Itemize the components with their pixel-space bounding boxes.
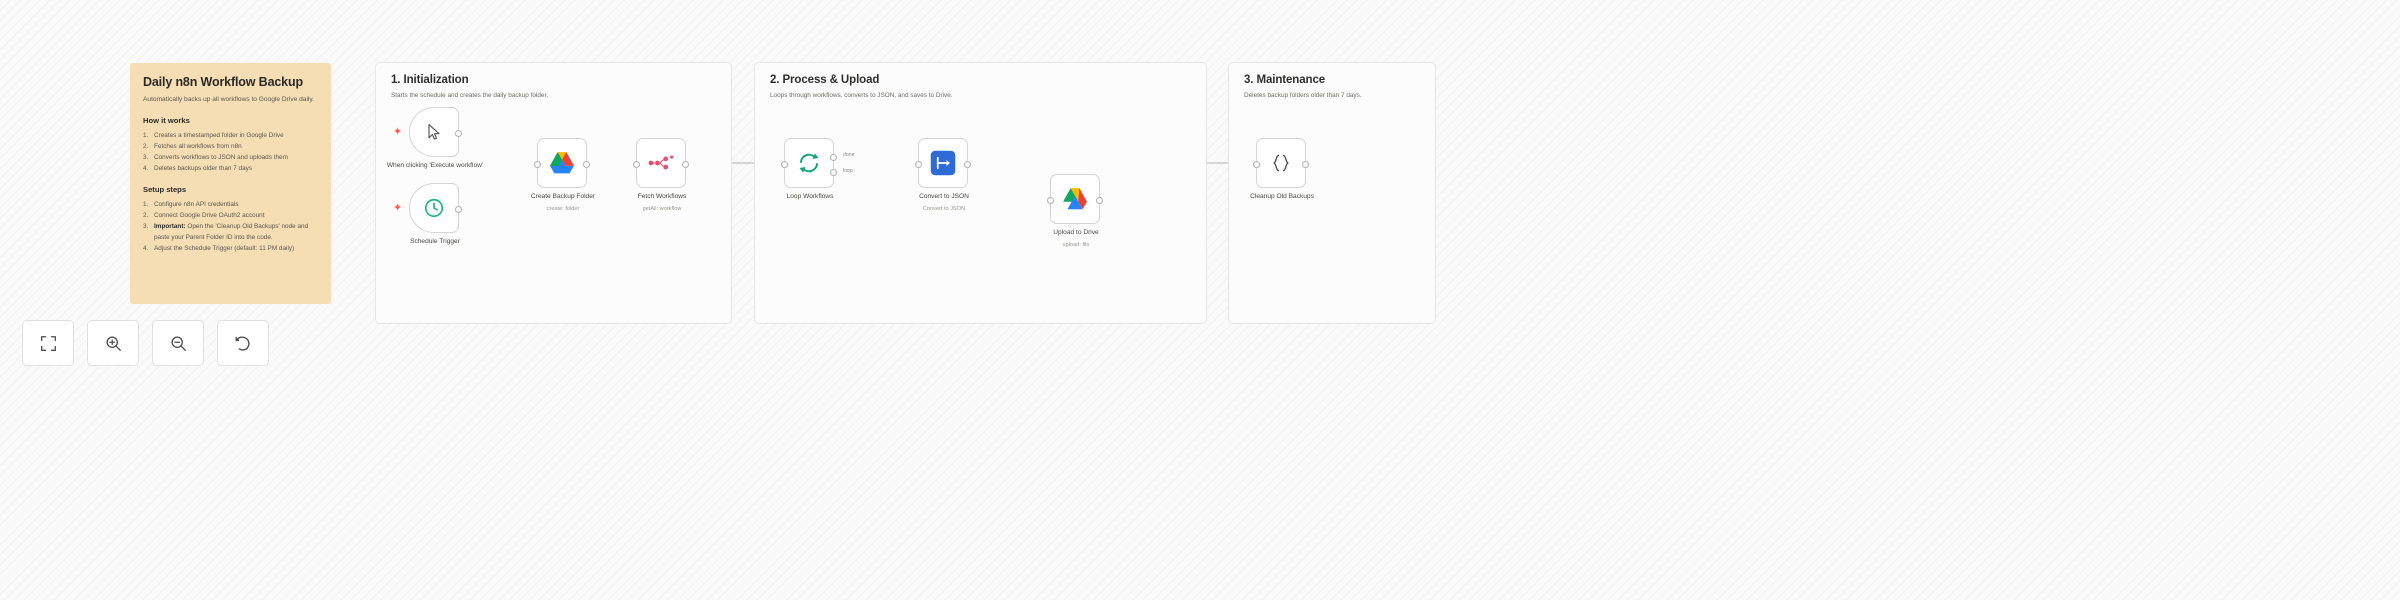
node-loop-workflows[interactable]: Loop Workflows bbox=[781, 138, 837, 200]
list-item: 1. Creates a timestamped folder in Googl… bbox=[143, 130, 318, 141]
code-braces-icon bbox=[1273, 154, 1289, 172]
sticky-note[interactable]: Daily n8n Workflow Backup Automatically … bbox=[130, 63, 331, 304]
output-port[interactable] bbox=[455, 129, 462, 137]
how-it-works-heading: How it works bbox=[143, 116, 190, 126]
clock-icon bbox=[424, 198, 444, 218]
list-item: 4. Adjust the Schedule Trigger (default:… bbox=[143, 243, 318, 254]
output-port[interactable] bbox=[964, 160, 971, 168]
list-item: 4. Deletes backups older than 7 days bbox=[143, 163, 318, 174]
n8n-icon bbox=[648, 155, 674, 170]
node-label: Cleanup Old Backups bbox=[1250, 193, 1314, 200]
node-upload-to-drive[interactable]: Upload to Drive upload: file bbox=[1047, 174, 1103, 248]
list-item: 2. Connect Google Drive OAuth2 account bbox=[143, 210, 318, 221]
list-item: 2. Fetches all workflows from n8n bbox=[143, 141, 318, 152]
node-label: Fetch Workflows bbox=[637, 193, 687, 200]
list-number: 1. bbox=[143, 132, 149, 140]
node-label: Upload to Drive bbox=[1053, 229, 1099, 236]
output-port[interactable] bbox=[583, 160, 590, 168]
edge-label-loop: loop bbox=[843, 168, 853, 174]
section-maintenance: 3. Maintenance Deletes backup folders ol… bbox=[1228, 62, 1436, 324]
list-text: Connect Google Drive OAuth2 account bbox=[154, 212, 265, 220]
section-description: Starts the schedule and creates the dail… bbox=[391, 92, 549, 99]
canvas-toolbar bbox=[22, 320, 269, 366]
section-process-upload: 2. Process & Upload Loops through workfl… bbox=[754, 62, 1207, 324]
node-convert-to-json[interactable]: Convert to JSON Convert to JSON bbox=[915, 138, 971, 212]
node-sublabel: getAll: workflow bbox=[642, 206, 682, 212]
list-item: 1. Configure n8n API credentials bbox=[143, 199, 318, 210]
list-number: 3. bbox=[143, 154, 149, 162]
list-text: Configure n8n API credentials bbox=[154, 201, 239, 209]
node-label: Convert to JSON bbox=[919, 193, 969, 200]
undo-icon bbox=[235, 336, 250, 351]
cursor-icon bbox=[428, 123, 440, 140]
zoom-in-button[interactable] bbox=[87, 320, 139, 366]
fit-view-icon bbox=[40, 335, 56, 351]
reset-button[interactable] bbox=[217, 320, 269, 366]
lightning-bolt-icon: ✦ bbox=[393, 126, 403, 138]
node-fetch-workflows[interactable]: Fetch Workflows getAll: workflow bbox=[633, 138, 689, 212]
section-description: Loops through workflows, converts to JSO… bbox=[770, 92, 953, 99]
output-port-done[interactable] bbox=[830, 154, 837, 161]
list-text: Creates a timestamped folder in Google D… bbox=[154, 132, 284, 140]
list-number: 2. bbox=[143, 212, 149, 220]
zoom-out-button[interactable] bbox=[152, 320, 204, 366]
convert-file-icon bbox=[930, 150, 956, 176]
sticky-note-subtitle: Automatically backs up all workflows to … bbox=[143, 96, 315, 103]
section-title: 3. Maintenance bbox=[1244, 74, 1326, 86]
list-text: Converts workflows to JSON and uploads t… bbox=[154, 154, 288, 162]
setup-steps-list: 1. Configure n8n API credentials 2. Conn… bbox=[143, 199, 318, 254]
node-label: When clicking 'Execute workflow' bbox=[386, 162, 484, 169]
google-drive-icon bbox=[1063, 188, 1087, 210]
zoom-in-icon bbox=[105, 335, 121, 351]
input-port[interactable] bbox=[1047, 196, 1054, 204]
zoom-out-icon bbox=[170, 335, 186, 351]
node-sublabel: upload: file bbox=[1062, 242, 1090, 248]
fit-view-button[interactable] bbox=[22, 320, 74, 366]
section-title: 1. Initialization bbox=[391, 74, 469, 86]
output-port[interactable] bbox=[1302, 160, 1309, 168]
list-number: 3. bbox=[143, 223, 149, 231]
node-label: Schedule Trigger bbox=[410, 238, 460, 245]
list-number: 2. bbox=[143, 143, 149, 151]
setup-steps-heading: Setup steps bbox=[143, 185, 187, 195]
list-text: Fetches all workflows from n8n bbox=[154, 143, 242, 151]
node-cleanup-old-backups[interactable]: Cleanup Old Backups bbox=[1250, 138, 1314, 200]
list-number: 4. bbox=[143, 165, 149, 173]
list-number: 1. bbox=[143, 201, 149, 209]
list-text: Open the 'Cleanup Old Backups' node and … bbox=[154, 223, 309, 242]
input-port[interactable] bbox=[781, 160, 788, 168]
node-sublabel: create: folder bbox=[546, 206, 580, 212]
node-manual-trigger[interactable]: ✦ When clicking 'Execute workflow' bbox=[387, 107, 483, 169]
node-label: Loop Workflows bbox=[786, 193, 834, 200]
list-item: 3. Converts workflows to JSON and upload… bbox=[143, 152, 318, 163]
output-port[interactable] bbox=[455, 205, 462, 213]
node-create-backup-folder[interactable]: Create Backup Folder create: folder bbox=[531, 138, 595, 212]
section-description: Deletes backup folders older than 7 days… bbox=[1244, 92, 1362, 99]
list-number: 4. bbox=[143, 245, 149, 253]
sticky-note-title: Daily n8n Workflow Backup bbox=[143, 75, 303, 89]
section-title: 2. Process & Upload bbox=[770, 74, 880, 86]
list-text: Deletes backups older than 7 days bbox=[154, 165, 253, 173]
list-item: 3. Important: Open the 'Cleanup Old Back… bbox=[143, 221, 318, 243]
how-it-works-list: 1. Creates a timestamped folder in Googl… bbox=[143, 130, 318, 174]
output-port[interactable] bbox=[682, 160, 689, 168]
input-port[interactable] bbox=[534, 160, 541, 168]
output-port[interactable] bbox=[1096, 196, 1103, 204]
node-schedule-trigger[interactable]: ✦ Schedule Trigger bbox=[393, 183, 462, 245]
input-port[interactable] bbox=[915, 160, 922, 168]
list-text: Adjust the Schedule Trigger (default: 11… bbox=[154, 245, 295, 253]
input-port[interactable] bbox=[633, 160, 640, 168]
output-port-loop[interactable] bbox=[830, 169, 837, 176]
node-label: Create Backup Folder bbox=[530, 193, 596, 200]
loop-icon bbox=[799, 153, 819, 173]
lightning-bolt-icon: ✦ bbox=[393, 202, 403, 214]
node-sublabel: Convert to JSON bbox=[922, 206, 966, 212]
google-drive-icon bbox=[550, 152, 574, 174]
list-emphasis: Important: bbox=[154, 223, 186, 231]
input-port[interactable] bbox=[1253, 160, 1260, 168]
edge-label-done: done bbox=[843, 152, 855, 158]
